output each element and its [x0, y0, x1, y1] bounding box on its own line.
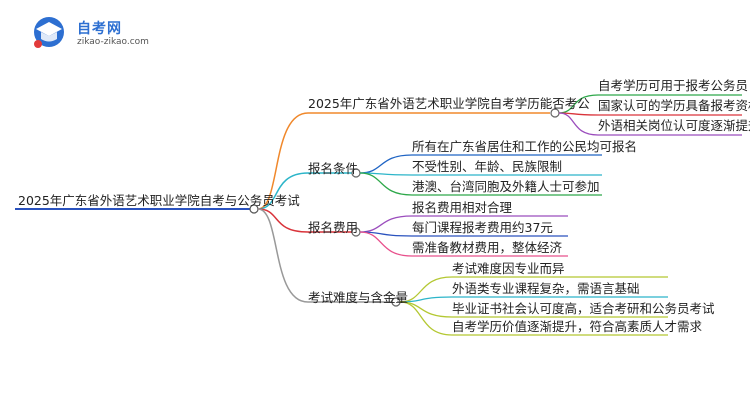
branch-qualification: 2025年广东省外语艺术职业学院自考学历能否考公	[308, 96, 590, 111]
leaf-fees-1: 报名费用相对合理	[412, 200, 513, 215]
branch-connector-0	[257, 112, 309, 210]
leaf-requirements-2: 不受性别、年龄、民族限制	[412, 159, 563, 174]
leaf-difficulty-3: 毕业证书社会认可度高，适合考研和公务员考试	[452, 301, 715, 316]
leaf-requirements-1: 所有在广东省居住和工作的公民均可报名	[412, 139, 638, 154]
site-logo[interactable]: 自考网 zikao-zikao.com	[30, 14, 150, 54]
logo-title: 自考网	[77, 21, 122, 37]
leaf-qualification-1: 自考学历可用于报考公务员	[598, 78, 749, 93]
leaf-qualification-2: 国家认可的学历具备报考资格	[598, 98, 750, 113]
root-topic: 2025年广东省外语艺术职业学院自考与公务员考试	[18, 193, 300, 208]
branch-connector-2	[257, 208, 309, 233]
graduation-cap-icon	[34, 17, 64, 48]
leaf-connector-2-0	[359, 215, 413, 233]
branch-connector-1	[257, 172, 309, 210]
leaf-difficulty-4: 自考学历价值逐渐提升，符合高素质人才需求	[452, 319, 703, 334]
logo-url: zikao-zikao.com	[77, 37, 149, 47]
leaf-connector-1-2	[359, 172, 413, 196]
leaf-connector-3-3	[399, 301, 453, 336]
leaf-requirements-3: 港澳、台湾同胞及外籍人士可参加	[412, 179, 600, 194]
leaf-fees-3: 需准备教材费用，整体经济	[412, 240, 563, 255]
leaf-difficulty-1: 考试难度因专业而异	[452, 261, 565, 276]
leaf-qualification-3: 外语相关岗位认可度逐渐提升	[598, 118, 750, 133]
leaf-fees-2: 每门课程报考费用约37元	[412, 220, 553, 235]
leaf-connector-2-2	[359, 231, 413, 257]
leaf-connector-1-0	[359, 154, 413, 174]
branch-connector-3	[257, 208, 309, 303]
branch-fees: 报名费用	[308, 220, 359, 235]
branch-difficulty: 考试难度与含金量	[308, 290, 409, 305]
leaf-connector-0-2	[558, 112, 599, 136]
branch-requirements: 报名条件	[308, 161, 359, 176]
leaf-difficulty-2: 外语类专业课程复杂，需语言基础	[452, 281, 640, 296]
